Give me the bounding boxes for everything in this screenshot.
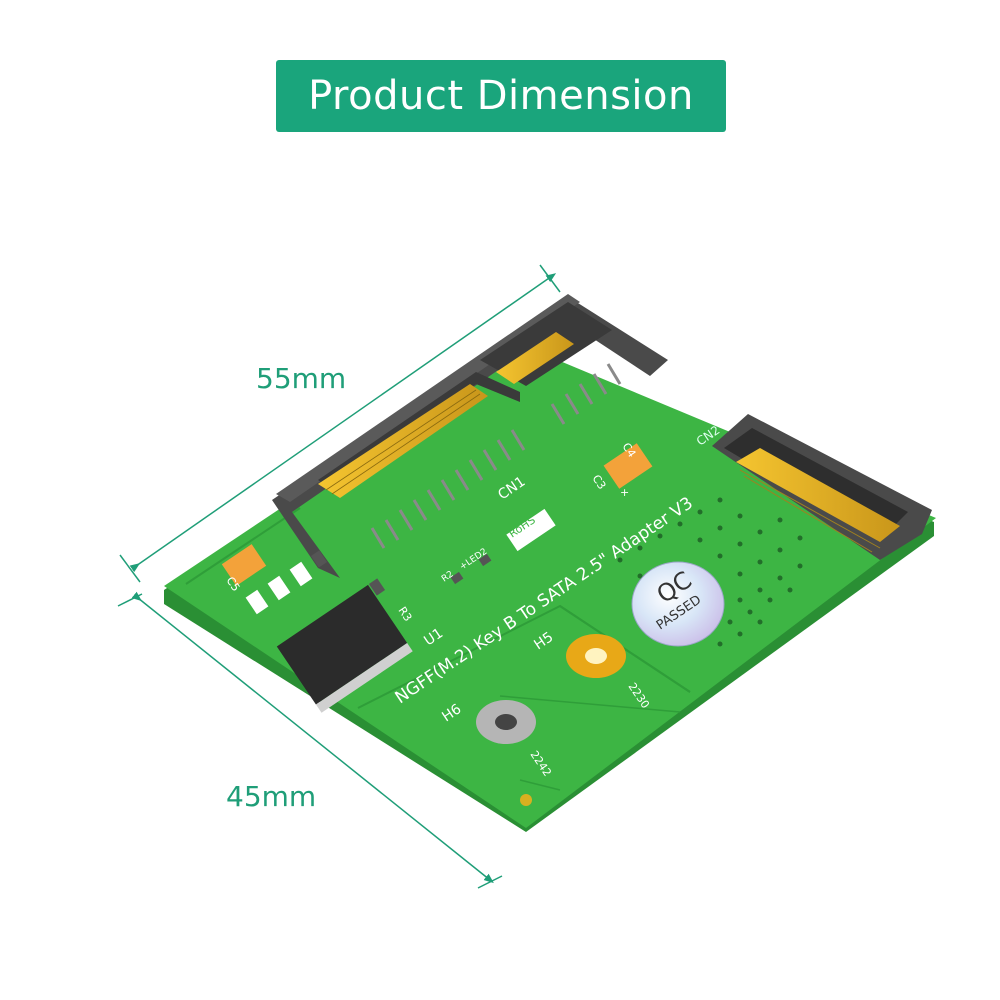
capacitor-c4 <box>603 443 653 489</box>
qc-passed-sticker: QC PASSED <box>631 561 725 647</box>
sata-connector <box>272 294 668 578</box>
plus-sign: + <box>620 486 629 499</box>
page-title: Product Dimension <box>276 60 726 132</box>
length-dimension-line <box>129 273 557 573</box>
width-dimension-line <box>131 591 494 884</box>
dimension-lines <box>117 264 561 889</box>
capacitor-c5 <box>221 544 267 586</box>
sata-gold-pins <box>318 332 574 498</box>
via-holes <box>617 497 803 647</box>
m2-connector <box>712 414 932 560</box>
chip-u1 <box>276 584 413 713</box>
mounting-hole-h6 <box>476 700 536 744</box>
components <box>221 443 653 713</box>
mounting-hole-h5 <box>566 634 626 678</box>
test-point <box>520 794 532 806</box>
